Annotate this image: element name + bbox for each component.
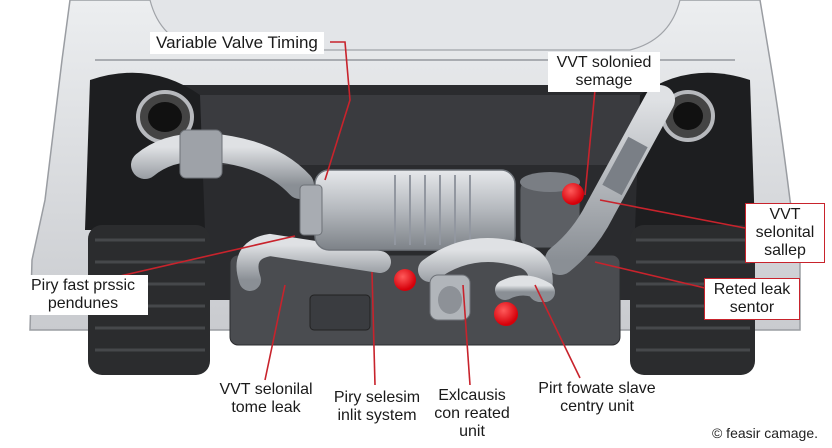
image-credit: © feasir camage. xyxy=(660,424,818,442)
label-vvt-solenoid-leak: VVT selonilal tome leak xyxy=(206,381,326,417)
label-vvt-solenoid-semage: VVT solonied semage xyxy=(548,52,660,92)
label-pipe-fast-pressure: Piry fast prssic pendunes xyxy=(18,275,148,315)
red-marker-dot xyxy=(562,183,584,205)
label-port-slave-unit: Pirt fowate slave centry unit xyxy=(527,380,667,416)
label-exhaust-unit: Exlcausis con reated unit xyxy=(424,387,520,441)
label-piry-selesin: Piry selesim inlit system xyxy=(327,389,427,425)
intake-coupler xyxy=(180,130,222,178)
diagram-title: Variable Valve Timing xyxy=(150,32,324,54)
label-vvt-solenoid-sallep: VVT selonital sallep xyxy=(745,203,825,263)
label-related-leak-sensor: Reted leak sentor xyxy=(704,278,800,320)
red-marker-dot xyxy=(494,302,518,326)
red-marker-dot xyxy=(394,269,416,291)
